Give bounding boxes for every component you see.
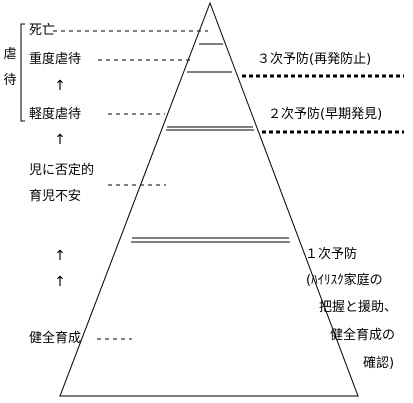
tertiary-prevention-label: ３次予防(再発防止) [257,52,372,67]
primary-prevention-title: １次予防 [305,247,358,262]
arrow-up-icon: ↑ [54,132,66,148]
arrow-up-icon: ↑ [54,274,66,290]
abuse-bracket [20,23,25,122]
level-negative-parenting-line2: 育児不安 [29,189,82,204]
primary-prevention-detail-line3: 健全育成の [330,328,396,343]
level-severe-abuse-label: 重度虐待 [29,52,82,67]
pyramid-outline [59,1,359,397]
primary-prevention-detail-line1: (ﾊｲﾘｽｸ家庭の [306,273,383,288]
abuse-bracket-label: 虐待 [3,47,17,88]
arrow-up-icon: ↑ [54,248,66,264]
primary-prevention-detail-line4: 確認) [363,356,395,371]
level-negative-parenting-line1: 児に否定的 [29,163,95,178]
level-death-label: 死亡 [29,23,56,38]
level-healthy-development-label: 健全育成 [29,331,82,346]
level-mild-abuse-label: 軽度虐待 [29,107,82,122]
secondary-prevention-label: ２次予防(早期発見) [268,107,383,122]
primary-prevention-detail-line2: 把握と援助、 [319,300,398,315]
arrow-up-icon: ↑ [54,78,66,94]
